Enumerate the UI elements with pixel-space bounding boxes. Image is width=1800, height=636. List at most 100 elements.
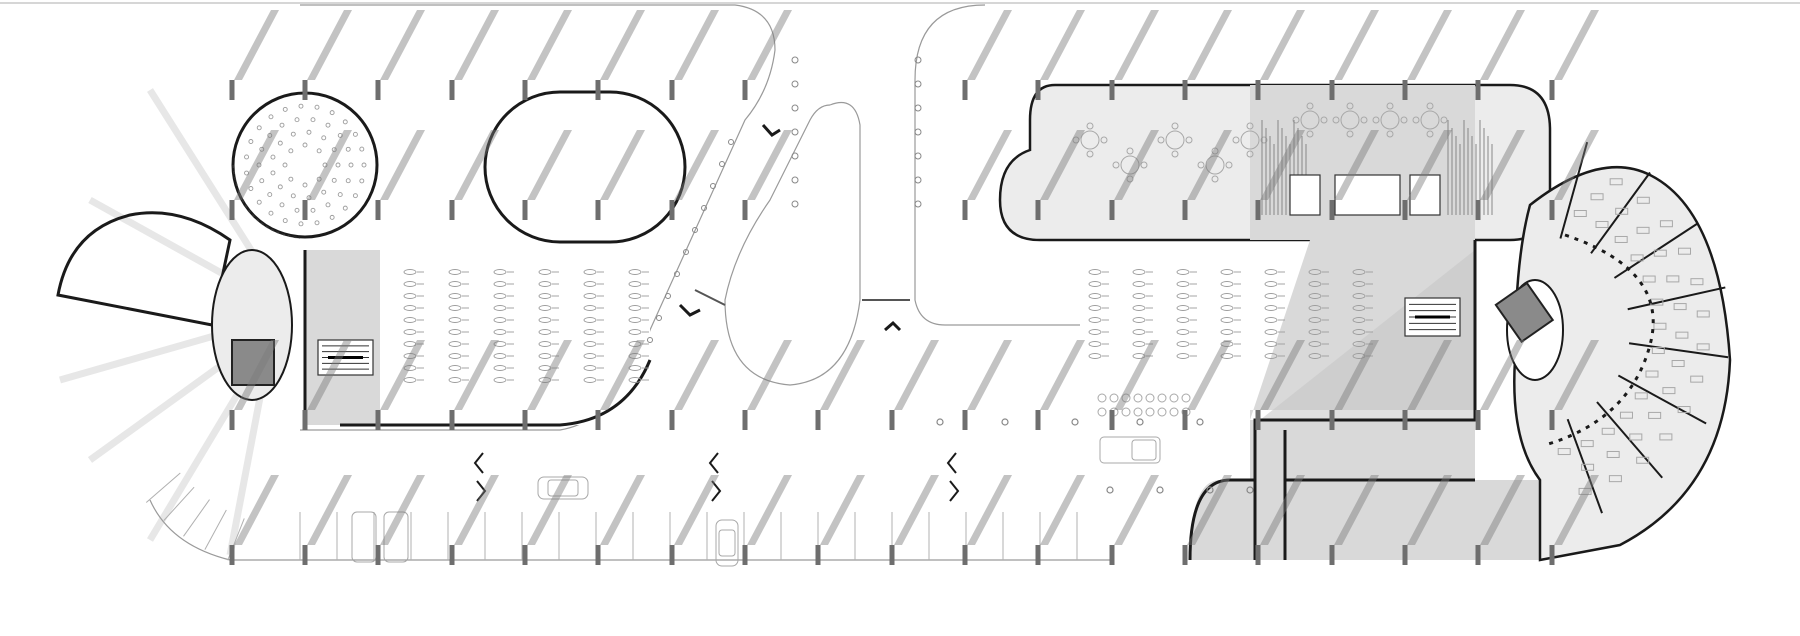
round-seat <box>279 202 285 208</box>
zigzag-markers <box>473 452 960 502</box>
round-seat <box>277 184 283 190</box>
wing-desk <box>1590 193 1604 201</box>
bollard <box>914 176 922 184</box>
stair-icon <box>317 339 374 376</box>
column-icon <box>962 80 968 100</box>
column-icon <box>1255 410 1261 430</box>
chair <box>1332 116 1340 124</box>
seat <box>403 353 417 359</box>
wing-desk <box>1573 209 1587 217</box>
wing-desk <box>1615 207 1629 215</box>
column-shadow <box>380 10 425 80</box>
wing-desk <box>1634 392 1648 400</box>
wing-desk <box>1619 411 1633 419</box>
wing-partition <box>1627 286 1726 311</box>
column-icon <box>1329 410 1335 430</box>
seat <box>1220 353 1234 359</box>
round-seat <box>322 162 328 168</box>
seat <box>628 269 642 275</box>
bollard <box>914 104 922 112</box>
island-gate <box>694 289 726 306</box>
column-shadow <box>527 340 572 410</box>
seat <box>538 365 552 371</box>
column-shadow <box>1480 475 1525 545</box>
round-seat <box>282 106 288 112</box>
column-shadow <box>307 340 352 410</box>
seat <box>538 377 552 383</box>
seat <box>1352 317 1366 323</box>
seat <box>1088 341 1102 347</box>
seat <box>583 269 597 275</box>
seat <box>1308 269 1322 275</box>
seat <box>448 293 462 299</box>
service-counter <box>1334 174 1401 216</box>
seat <box>1308 353 1322 359</box>
column-icon <box>1329 545 1335 565</box>
column-icon <box>669 80 675 100</box>
column-shadow <box>1334 475 1379 545</box>
table <box>1120 155 1140 175</box>
round-seat <box>361 162 367 168</box>
wing-desk <box>1659 220 1673 228</box>
column-shadow <box>1040 10 1085 80</box>
table <box>1380 110 1400 130</box>
seat <box>1220 317 1234 323</box>
bicycle <box>1169 393 1179 403</box>
column-icon <box>302 80 308 100</box>
seat <box>493 269 507 275</box>
bollard <box>656 315 662 321</box>
wing-partition <box>1617 374 1707 425</box>
street-edge <box>149 499 1110 561</box>
column-icon <box>522 545 528 565</box>
column-icon <box>595 80 601 100</box>
column-icon <box>1402 545 1408 565</box>
seat <box>1132 329 1146 335</box>
chair <box>1185 136 1193 144</box>
column-shadow <box>307 10 352 80</box>
column-shadow <box>894 475 939 545</box>
seat <box>628 341 642 347</box>
column-shadow <box>454 130 499 200</box>
round-seat <box>331 147 337 153</box>
bicycle <box>1109 393 1119 403</box>
column-shadow <box>1040 340 1085 410</box>
seat <box>628 317 642 323</box>
column-shadow <box>454 475 499 545</box>
round-seat <box>277 140 283 146</box>
right-building-outline <box>914 4 1080 326</box>
seat <box>538 305 552 311</box>
seat <box>448 329 462 335</box>
column-icon <box>815 545 821 565</box>
column-icon <box>595 545 601 565</box>
seat <box>1176 305 1190 311</box>
round-seat <box>316 148 322 154</box>
seat <box>403 329 417 335</box>
round-seat <box>306 195 312 201</box>
seat <box>1220 269 1234 275</box>
round-seat <box>298 221 304 227</box>
round-seat <box>348 162 354 168</box>
seat <box>628 377 642 383</box>
seat <box>1352 341 1366 347</box>
bollard <box>914 56 922 64</box>
seat <box>1352 281 1366 287</box>
bicycle <box>1097 407 1107 417</box>
column-icon <box>1255 80 1261 100</box>
chair <box>1232 136 1240 144</box>
bollard <box>914 152 922 160</box>
chair <box>1346 102 1354 110</box>
wing-desk <box>1636 226 1650 234</box>
column-icon <box>962 545 968 565</box>
bollard <box>914 200 922 208</box>
seat <box>1352 353 1366 359</box>
column-shadow <box>234 340 279 410</box>
seat <box>448 377 462 383</box>
bollard <box>1196 418 1204 426</box>
column-shadow <box>747 475 792 545</box>
street-level <box>145 56 1254 567</box>
seat <box>538 353 552 359</box>
wing-desk <box>1648 411 1662 419</box>
column-icon <box>742 545 748 565</box>
wing-desk <box>1636 196 1650 204</box>
round-seat <box>342 119 348 125</box>
